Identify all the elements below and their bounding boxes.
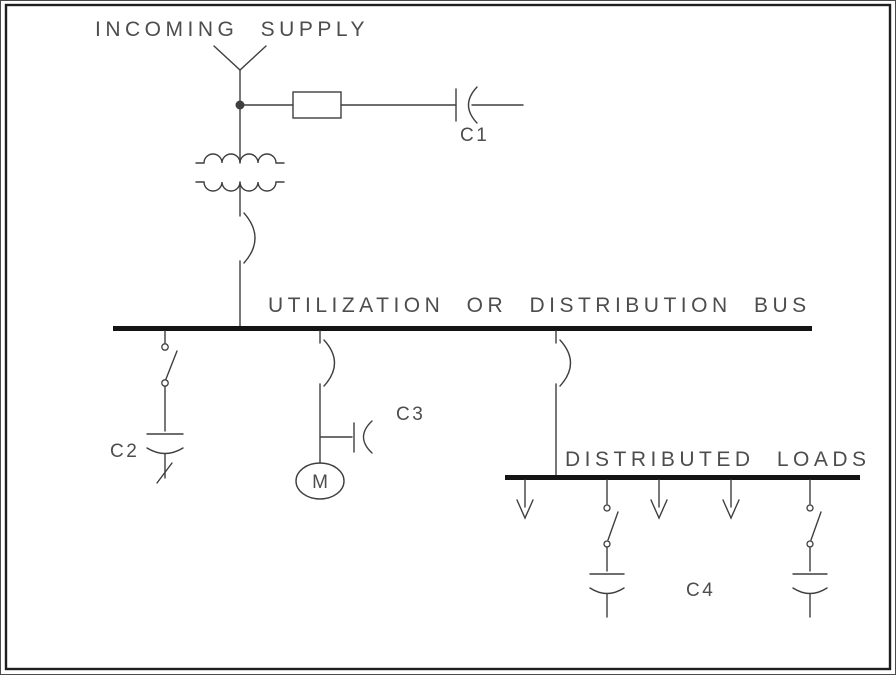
capacitor-c4-curved-plate: [589, 587, 625, 595]
arrowhead-down: [650, 499, 668, 520]
load-arrow: [722, 479, 740, 520]
motor-letter: M: [312, 472, 328, 493]
distributed-loads-label: DISTRIBUTED LOADS: [565, 448, 871, 471]
c4-label: C4: [686, 580, 715, 601]
capacitor-c1-curved-plate: [467, 86, 478, 124]
load-arrow: [516, 479, 534, 520]
arrowhead-down: [516, 499, 534, 520]
utilization-bus-label: UTILIZATION OR DISTRIBUTION BUS: [268, 294, 811, 317]
breaker-arc: [243, 212, 256, 264]
load-arrow: [650, 479, 668, 520]
switch-contact: [603, 540, 611, 548]
motor-circle: [295, 462, 345, 500]
line-end-tick: [156, 462, 173, 484]
switch-contact: [603, 504, 611, 512]
arrowhead-down: [722, 499, 740, 520]
main-breaker-symbol: [239, 181, 256, 327]
c2-label: C2: [110, 441, 139, 462]
switch-blade: [607, 511, 619, 541]
distribution-feeder: [555, 330, 572, 478]
c2-feeder: [146, 330, 184, 484]
c1-branch: [239, 86, 524, 124]
capacitor-c3-curved-plate: [362, 420, 373, 454]
incoming-supply-chevron: [213, 45, 267, 71]
switch-contact: [161, 379, 169, 387]
capacitor-c4-curved-plate: [792, 587, 828, 595]
breaker-arc: [323, 339, 336, 387]
motor-feeder: [295, 330, 373, 500]
c4-drop-right: [792, 479, 828, 618]
switch-contact: [806, 540, 814, 548]
switch-contact: [161, 343, 169, 351]
breaker-arc: [559, 339, 572, 387]
switch-blade: [810, 511, 822, 541]
capacitor-c2-curved-plate: [146, 447, 184, 455]
incoming-supply-symbol: [213, 45, 267, 164]
drawing-frame: [4, 3, 892, 671]
switch-contact: [806, 504, 814, 512]
c1-label: C1: [460, 125, 489, 146]
incoming-supply-label: INCOMING SUPPLY: [95, 18, 369, 41]
c3-label: C3: [396, 404, 425, 425]
series-device-box: [292, 91, 342, 119]
c4-drop-left: [589, 479, 625, 618]
switch-blade: [165, 350, 178, 380]
transformer-primary-winding: [195, 153, 285, 164]
